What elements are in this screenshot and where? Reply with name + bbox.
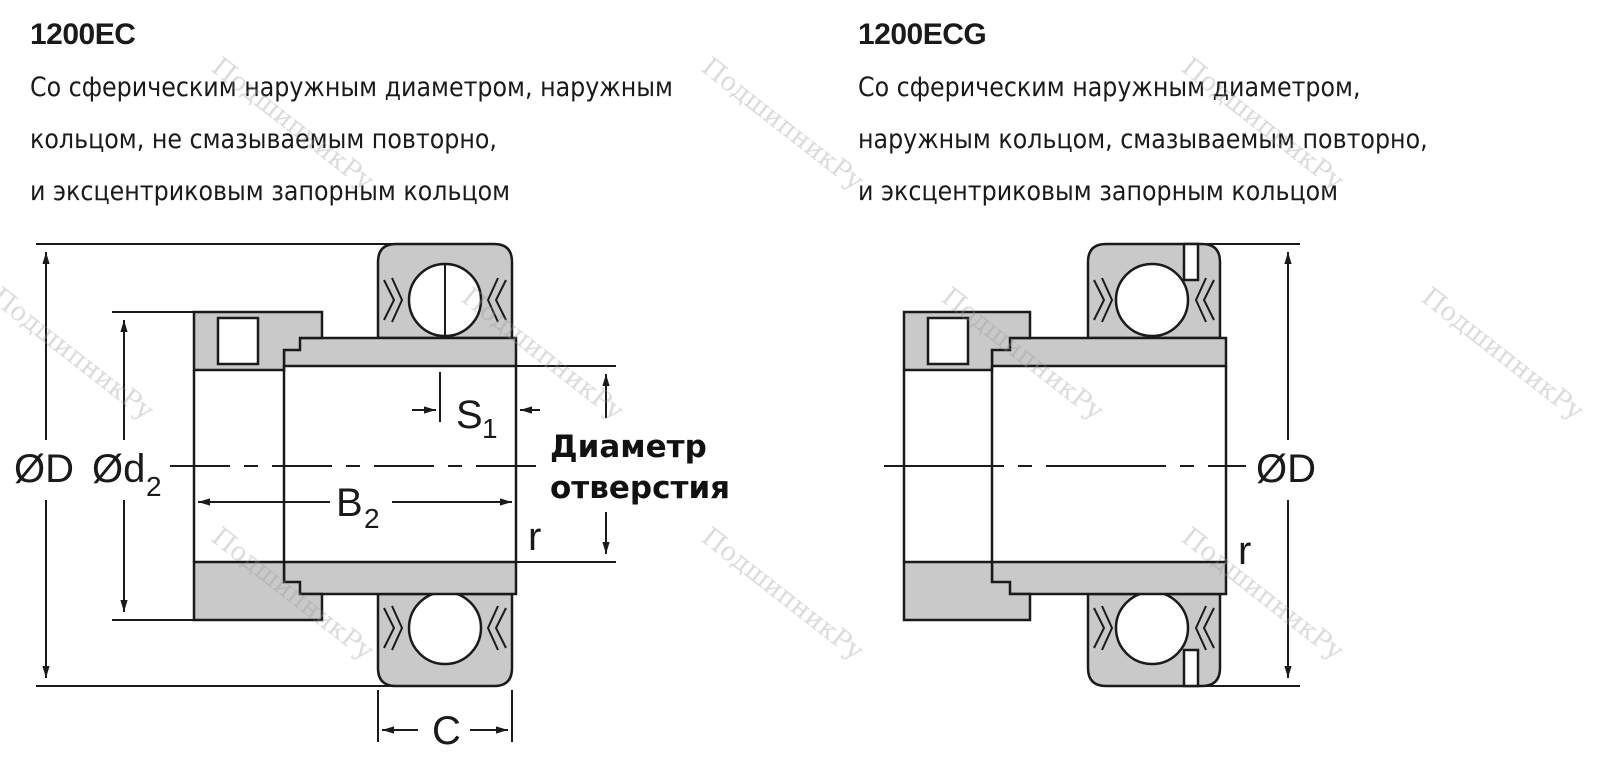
- right-seals: [1093, 277, 1215, 651]
- left-d2-sub: 2: [146, 471, 162, 502]
- left-description: Со сферическим наружным диаметром, наруж…: [30, 62, 673, 218]
- left-title: 1200EC: [30, 18, 136, 51]
- watermark: ПодшипникРу: [1416, 282, 1590, 427]
- left-d2-label: Ød: [92, 447, 145, 491]
- right-dimensions: [884, 243, 1300, 687]
- watermark: ПодшипникРу: [696, 52, 870, 197]
- right-desc-line-1: Со сферическим наружным диаметром,: [858, 72, 1361, 103]
- right-desc-line-2: наружным кольцом, смазываемым повторно,: [858, 124, 1428, 155]
- left-c-label: C: [432, 709, 461, 753]
- left-r-label: r: [528, 515, 541, 559]
- left-inner-ring-bottom: [282, 560, 518, 596]
- left-s1-label: S: [456, 393, 483, 437]
- left-inner-ring-top: [282, 336, 518, 368]
- left-b2-sub: 2: [364, 503, 380, 534]
- left-desc-line-2: кольцом, не смазываемым повторно,: [30, 124, 497, 155]
- watermark: ПодшипникРу: [206, 52, 380, 197]
- right-ball-bottom: [1114, 590, 1190, 666]
- watermark: ПодшипникРу: [1176, 52, 1350, 197]
- lubrication-hole: [1182, 242, 1200, 282]
- watermark: ПодшипникРу: [696, 522, 870, 667]
- right-desc-line-3: и эксцентриковым запорным кольцом: [858, 176, 1339, 207]
- left-outer-d-label: ØD: [14, 447, 74, 491]
- bore-diameter-label-line2: отверстия: [550, 470, 730, 506]
- left-collar-bottom: [192, 560, 324, 622]
- right-description: Со сферическим наружным диаметром, наруж…: [858, 62, 1428, 218]
- right-ball-top: [1114, 262, 1190, 338]
- right-setscrew: [926, 316, 970, 366]
- right-inner-ring-bottom: [990, 560, 1228, 596]
- left-desc-line-1: Со сферическим наружным диаметром, наруж…: [30, 72, 673, 103]
- bore-diameter-label-line1: Диаметр: [550, 429, 707, 465]
- right-r-label: r: [1238, 529, 1251, 573]
- left-desc-line-3: и эксцентриковым запорным кольцом: [30, 176, 511, 207]
- left-s1-sub: 1: [482, 413, 498, 444]
- right-title: 1200ECG: [858, 18, 987, 51]
- right-collar-bottom: [902, 560, 1032, 622]
- left-seals: [383, 277, 507, 651]
- left-b2-label: B: [336, 481, 363, 525]
- right-outer-d-label: ØD: [1256, 447, 1316, 491]
- left-dimensions: [36, 243, 616, 742]
- left-ball-bottom: [407, 590, 483, 666]
- watermark: ПодшипникРу: [0, 282, 159, 427]
- right-bearing-drawing: [902, 242, 1228, 688]
- left-setscrew: [216, 316, 260, 366]
